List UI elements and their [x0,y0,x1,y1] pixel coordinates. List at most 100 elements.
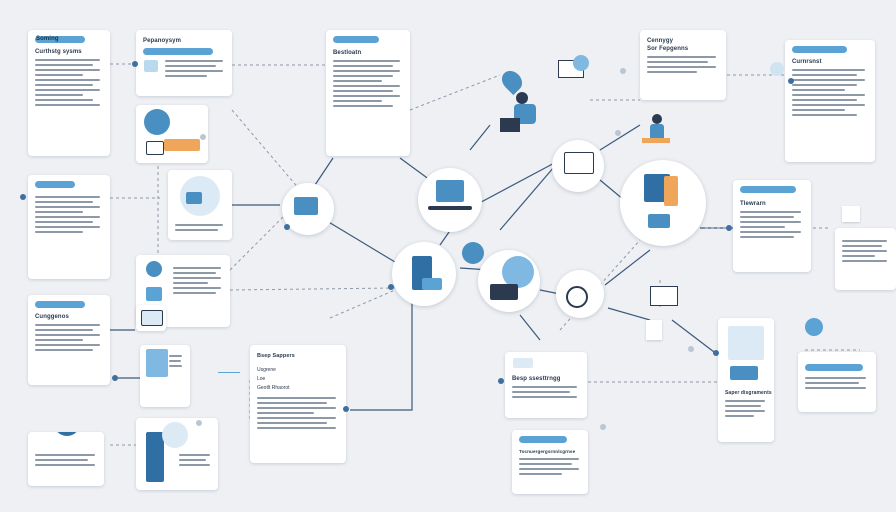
monitor-icon [294,197,318,215]
card-pill [333,36,379,43]
text-line [175,224,223,226]
text-line [257,402,327,404]
text-line [35,324,101,326]
card-saper-disgraments[interactable]: Saper disgraments [718,318,774,442]
dashed-connector [229,287,396,291]
text-line [792,84,857,86]
node-monitor-center[interactable] [552,140,604,192]
text-line [842,255,875,257]
card-left-middle[interactable] [28,175,110,279]
card-tocnuergergsrnnlcgrnse[interactable]: Tocnuergergsrnnlcgrnse [512,430,588,494]
card-pill [35,36,85,43]
text-line [792,94,865,96]
card-pill [792,46,847,53]
text-line [173,272,216,274]
card-person-laptop[interactable] [168,170,232,240]
card-besp-ssesttrngg[interactable]: Besp ssesttrngg [505,352,587,418]
card-pill [740,186,796,193]
card-sub-3: Geotlt Rhaorot [257,385,290,391]
text-line [35,206,101,208]
connector-dot [713,350,719,356]
text-line [165,75,207,77]
node-large-right[interactable] [620,160,706,246]
text-line [740,221,802,223]
dashed-connector [409,74,501,111]
card-right-bottom[interactable] [798,352,876,412]
text-line [35,339,83,341]
text-line [179,459,207,461]
card-pill [35,301,85,308]
card-pill [35,181,75,188]
connector [350,300,413,411]
connector [607,307,651,321]
text-line [35,349,93,351]
text-line [35,201,93,203]
dashed-connector [231,109,301,191]
connector [499,159,561,231]
node-desk-top[interactable] [418,168,482,232]
text-line [842,240,888,242]
connector-dot [788,78,794,84]
card-doc-stack[interactable] [140,345,190,407]
text-line [257,397,336,399]
text-line [333,95,401,97]
card-curnrsnst[interactable]: Curnrsnst [785,40,875,162]
connector [604,249,651,286]
connector [671,319,719,356]
text-line [740,211,802,213]
node-person-center[interactable] [392,242,456,306]
connector-dot [615,130,621,136]
document-icon [146,287,162,301]
text-line [169,355,183,357]
card-bestloatn[interactable]: Bestloatn [326,30,410,156]
text-line [35,69,101,71]
node-monitor-left[interactable] [282,183,334,235]
text-line [257,407,336,409]
connector-dot [620,68,626,74]
text-line [519,473,563,475]
connector [519,314,541,341]
text-line [740,216,795,218]
accent-block [730,366,758,380]
text-line [35,74,83,76]
card-title: Bsep Sappers [257,353,295,359]
connector-dot [112,375,118,381]
node-person-right[interactable] [478,250,540,312]
node-magnifier[interactable] [556,270,604,318]
person-at-laptop-icon [146,432,164,482]
text-line [792,109,846,111]
monitor-icon [146,141,164,155]
text-line [257,422,327,424]
card-title: Cunggenos [35,314,69,320]
text-line [842,250,888,252]
text-line [35,94,83,96]
text-line [725,400,766,402]
chart-icon [218,360,240,373]
text-line [35,334,101,336]
card-title: Soming [36,36,59,42]
text-line [35,64,93,66]
text-line [333,75,393,77]
card-monitor-small[interactable] [136,305,166,331]
card-cunggenos[interactable]: Cunggenos [28,295,110,385]
text-line [179,454,210,456]
text-line [647,71,698,73]
text-line [805,382,860,384]
card-title: Tocnuergergsrnnlcgrnse [519,449,576,454]
card-pepanoysym[interactable]: Pepanoysym [136,30,232,96]
document-icon [144,60,158,72]
text-line [333,90,393,92]
card-tlewrarn[interactable]: Tlewrarn [733,180,811,272]
card-soming[interactable]: Soming Curthstg sysms [28,30,110,156]
connector-dot [343,406,349,412]
card-bsep-sappers[interactable]: Bsep Sappers Usgrene Loe Geotlt Rhaorot [250,345,346,463]
text-line [35,84,93,86]
text-line [35,344,101,346]
card-bottom-left[interactable] [28,432,104,486]
card-right-edge[interactable] [835,228,896,290]
text-line [257,427,336,429]
card-person-bottom[interactable] [136,418,218,490]
text-line [725,410,766,412]
card-small-illustration[interactable] [136,105,208,163]
card-sor-fepgenns[interactable]: Cennygy Sor Fepgenns [640,30,726,100]
